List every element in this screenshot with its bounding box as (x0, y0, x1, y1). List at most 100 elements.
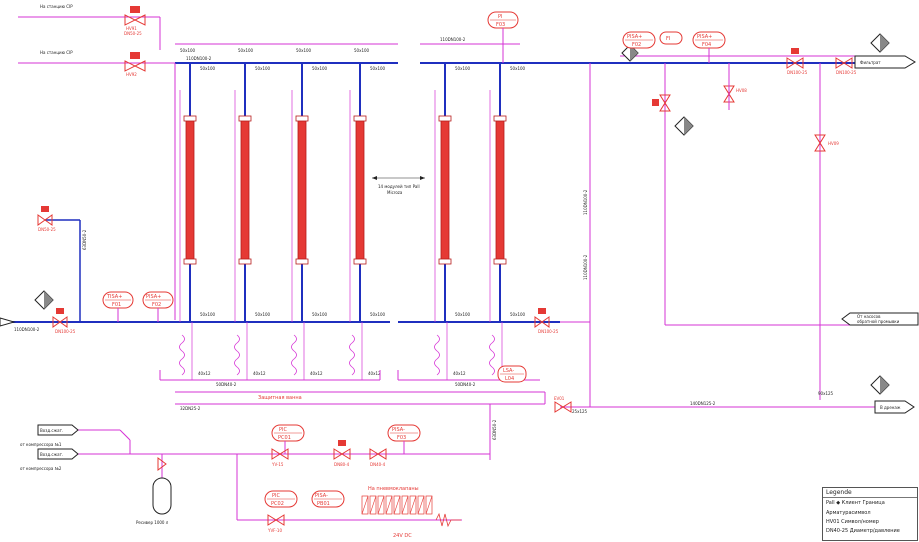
instrument-pisa-f03[interactable]: PISA- F03 (387, 424, 421, 442)
valve-hv07-tag: DN100-25 (836, 70, 857, 75)
valve-hv12[interactable]: DN40-4 (369, 448, 387, 467)
size-top-label: 50x100 (370, 66, 386, 71)
solenoid-valve-icon (393, 495, 401, 515)
air-inlet-1-label: Возд.сжат. (40, 428, 63, 433)
instrument-pisa-f04-tag: PISA+ (697, 34, 712, 40)
modules-note-2: Microza (387, 190, 403, 195)
size-bottom-label: 50x100 (455, 312, 471, 317)
pneumo-manifold (361, 495, 461, 528)
pipe-label-air-riser: 63DN50-2 (492, 419, 497, 440)
size-25x125: 25x125 (572, 409, 588, 414)
valve-hv08[interactable]: HV08 (723, 85, 747, 103)
drain-label: В дренаж (880, 405, 901, 410)
drain-protection-label: Защитная ванна (258, 395, 302, 401)
instrument-pi-f03[interactable]: PI F03 (487, 11, 519, 29)
valve-hv09[interactable]: HV09 (814, 134, 839, 152)
size-top-label: 50x100 (510, 66, 526, 71)
instrument-pisa-pb01-tag: PISA- (315, 493, 328, 499)
instrument-pisa-f03-tag: PISA- (392, 427, 405, 433)
instrument-pisa-f02[interactable]: PISA+ F02 (142, 291, 174, 309)
legend: Legende Pall ◆ Клиент Граница Арматураси… (822, 487, 918, 541)
valve-hv03[interactable] (652, 94, 671, 112)
instrument-pic-pc02[interactable]: PIC PC02 (264, 490, 298, 508)
valve-hv07[interactable]: DN100-25 (835, 57, 857, 75)
instrument-tisa-f01-num: F01 (112, 302, 121, 308)
instrument-pic-pc01[interactable]: PIC PC01 (271, 424, 305, 442)
valve-ev01[interactable]: EV01 25x125 (554, 396, 588, 414)
size-bottom-label: 50x100 (200, 312, 216, 317)
drain-outlet-arrow: В дренаж (874, 400, 915, 414)
valve-feed-right-tag: DN100-25 (538, 329, 559, 334)
pipe-label-feed: 110DN100-2 (14, 327, 40, 332)
size-bottom-label: 50x100 (510, 312, 526, 317)
valve-yv15-tag: YV-15 (271, 462, 284, 467)
valve-hv10[interactable]: DN80-4 (333, 440, 351, 467)
instrument-pisa-f04[interactable]: PISA+ F04 (692, 31, 726, 49)
valve-ev01-tag: EV01 (554, 396, 565, 401)
bellows-icon (434, 334, 440, 376)
solenoid-valve-icon (417, 495, 425, 515)
valve-feed-right[interactable]: DN100-25 (534, 308, 559, 334)
valve-hv02-tag: DN100-25 (55, 329, 76, 334)
valve-hv92[interactable]: HV92 (124, 52, 146, 77)
pipe-label-drain-low: 32DN25-2 (180, 406, 201, 411)
valve-yvf10-tag: YVF-10 (267, 528, 282, 533)
valve-hv06-tag: DN100-25 (787, 70, 808, 75)
instrument-pisa-f04-num: F04 (702, 42, 711, 48)
instrument-pic-pc02-num: PC02 (271, 501, 284, 507)
size-top-4: 50x100 (354, 48, 370, 53)
instrument-fi[interactable]: FI (659, 31, 683, 45)
size-drain-label: 40x12 (453, 371, 466, 376)
bellows-icon (349, 334, 355, 376)
instrument-pic-pc02-tag: PIC (272, 493, 280, 499)
pipe-label-right-riser-2: 110DN100-2 (583, 189, 588, 215)
filtrate-outlet-arrow: Фильтрат (854, 55, 916, 69)
size-top-label: 50x100 (312, 66, 328, 71)
solenoid-valve-icon (409, 495, 417, 515)
filtrate-label: Фильтрат (860, 60, 881, 65)
modules-note-1: 14 модулей тип Pall (378, 184, 420, 189)
valve-yv15[interactable]: YV-15 (271, 448, 289, 467)
pipe-label-right-riser: 110DN100-2 (583, 254, 588, 280)
size-drain-label: 40x12 (253, 371, 266, 376)
valve-hv91-size: DN50-25 (124, 31, 142, 36)
instrument-lsa[interactable]: LSA- L04 (497, 365, 527, 383)
instrument-pisa-f02-num: F02 (152, 302, 161, 308)
valve-hv02[interactable]: DN100-25 (52, 308, 76, 334)
instrument-pisa-f02b[interactable]: PISA+ F02 (622, 31, 656, 49)
size-top-2: 50x100 (238, 48, 254, 53)
size-drain-label: 40x12 (310, 371, 323, 376)
instrument-tisa-f01[interactable]: TISA+ F01 (102, 291, 134, 309)
instrument-lsa-num: L04 (505, 376, 514, 382)
pipe-label-top-left: 110DN100-2 (186, 56, 212, 61)
air-inlet-2-label: Возд.сжат. (40, 452, 63, 457)
instrument-pi-f03-num: F03 (496, 22, 505, 28)
pipe-label-left-drain: 63DN50-2 (82, 229, 87, 250)
size-top-label: 50x100 (255, 66, 271, 71)
legend-row-2: Арматурасимвол (826, 510, 871, 516)
valve-hv91[interactable]: HV91 DN50-25 (124, 6, 146, 36)
instrument-pisa-pb01[interactable]: PISA- PB01 (311, 490, 345, 508)
valve-yvf10[interactable]: YVF-10 (267, 514, 285, 533)
valve-hv01[interactable]: DN50-25 (37, 206, 56, 232)
membrane-modules: 50x10050x10040x1250x10050x10040x1250x100… (179, 63, 526, 380)
size-drain-label: 40x12 (198, 371, 211, 376)
bellows-icon (234, 334, 240, 376)
air-inlet-2: Возд.сжат. от компрессора №2 (20, 448, 79, 471)
backwash-inlet-arrow: От насосов обратной промывки (841, 312, 919, 326)
valve-hv91-tag: HV91 (126, 26, 137, 31)
valve-hv06[interactable]: DN100-25 (786, 48, 808, 75)
receiver-label: Ресивер 1000 л (136, 520, 169, 525)
pipe-label-collector-right: 50DN40-2 (455, 382, 476, 387)
instrument-pi-f03-tag: PI (498, 14, 503, 20)
valve-hv92-tag: HV92 (126, 72, 137, 77)
instrument-tisa-f01-tag: TISA+ (106, 294, 122, 300)
legend-row-1: Pall ◆ Клиент Граница (826, 500, 885, 506)
